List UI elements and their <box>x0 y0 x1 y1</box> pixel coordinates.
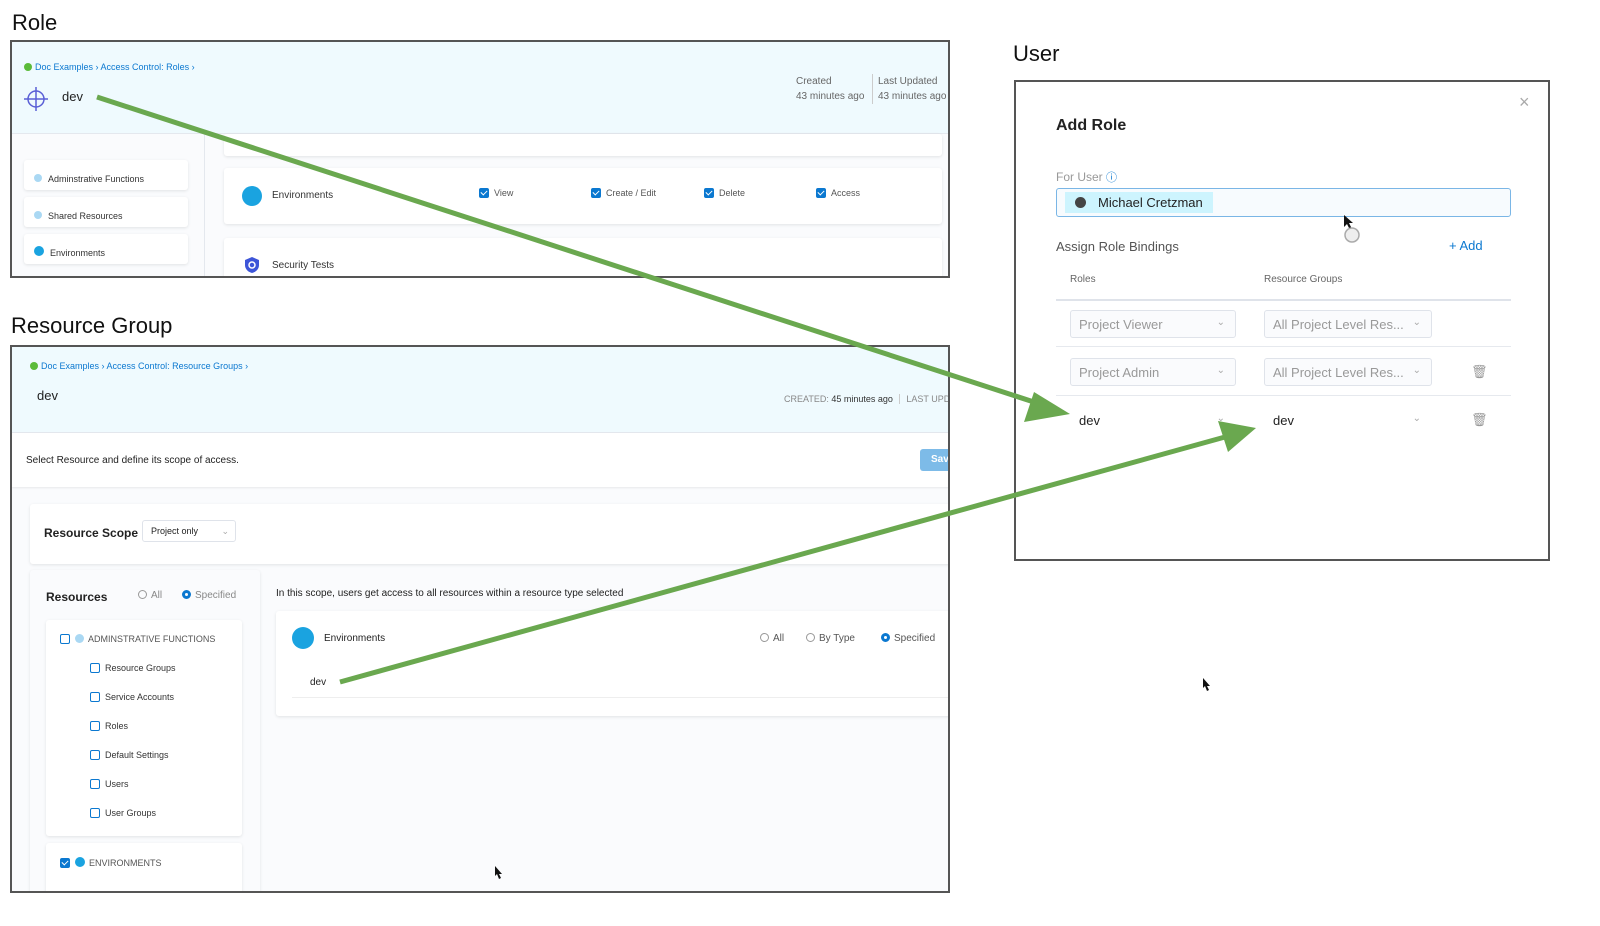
perm-delete[interactable]: Delete <box>704 188 745 198</box>
breadcrumb: Doc Examples › Access Control: Roles › <box>24 62 195 72</box>
radio-by-type[interactable]: By Type <box>806 633 855 644</box>
environments-permissions: Environments View Create / Edit Delete A… <box>224 168 942 224</box>
sidebar-item-environments[interactable]: Environments <box>24 234 188 264</box>
instruction-text: Select Resource and define its scope of … <box>26 455 239 466</box>
resources-panel: Resources All Specified ADMINSTRATIVE FU… <box>30 570 260 891</box>
updated-value: 43 minutes ago <box>878 91 947 102</box>
breadcrumb-link[interactable]: Access Control: Roles <box>100 62 190 72</box>
chevron-down-icon: ⌄ <box>221 526 229 536</box>
close-icon[interactable]: × <box>1519 92 1530 112</box>
sidebar-item-shared[interactable]: Shared Resources <box>24 197 188 227</box>
environments-card: Environments All By Type Specified dev <box>276 611 948 716</box>
assign-role-bindings-label: Assign Role Bindings <box>1056 239 1179 254</box>
updated-label: Last Updated <box>878 76 938 87</box>
radio-specified[interactable]: Specified <box>881 633 935 644</box>
trash-icon[interactable]: 🗑 <box>1471 412 1488 427</box>
role-select[interactable]: dev⌄ <box>1079 413 1225 428</box>
admin-item[interactable]: Users <box>90 779 129 789</box>
card-top <box>224 134 942 156</box>
admin-item[interactable]: Default Settings <box>90 750 169 760</box>
rg-name: dev <box>37 388 58 403</box>
info-icon: ⓘ <box>1106 172 1118 184</box>
trash-icon[interactable]: 🗑 <box>1471 364 1488 379</box>
resource-group-select[interactable]: dev⌄ <box>1273 413 1421 428</box>
admin-item[interactable]: Resource Groups <box>90 663 176 673</box>
radio-all[interactable]: All <box>760 633 784 644</box>
add-role-dialog: × Add Role For User ⓘ Michael Cretzman A… <box>1014 80 1550 561</box>
updated-info: Last Updated 43 minutes ago <box>878 74 946 104</box>
radio-all[interactable]: All <box>138 590 162 601</box>
resources-label: Resources <box>46 590 108 604</box>
sidebar-label: Adminstrative Functions <box>48 174 145 184</box>
resource-group-select[interactable]: All Project Level Res...⌄ <box>1264 310 1432 338</box>
admin-item[interactable]: Service Accounts <box>90 692 174 702</box>
scope-note: In this scope, users get access to all r… <box>276 588 624 599</box>
avatar <box>1075 197 1086 208</box>
for-user-label: For User ⓘ <box>1056 170 1118 184</box>
environments-icon <box>242 186 262 206</box>
sidebar-item-admin[interactable]: Adminstrative Functions <box>24 160 188 190</box>
environments-label: Environments <box>324 633 386 644</box>
created-info: CREATED: 45 minutes ago LAST UPD <box>784 394 950 404</box>
shield-icon <box>245 257 259 273</box>
perm-create-edit[interactable]: Create / Edit <box>591 188 656 198</box>
breadcrumb-link[interactable]: Doc Examples <box>41 361 100 371</box>
role-select[interactable]: Project Admin⌄ <box>1070 358 1236 386</box>
admin-functions-group: ADMINSTRATIVE FUNCTIONS Resource Groups … <box>46 620 242 836</box>
role-crosshair-icon <box>24 87 48 111</box>
perm-view[interactable]: View <box>479 188 513 198</box>
role-select[interactable]: Project Viewer⌄ <box>1070 310 1236 338</box>
breadcrumb-link[interactable]: Doc Examples <box>35 62 94 72</box>
security-tests-card: Security Tests <box>224 238 942 276</box>
user-chip: Michael Cretzman <box>1065 192 1213 213</box>
created-value: 43 minutes ago <box>796 91 865 102</box>
admin-item[interactable]: Roles <box>90 721 128 731</box>
breadcrumb-link[interactable]: Access Control: Resource Groups <box>106 361 243 371</box>
breadcrumb: Doc Examples › Access Control: Resource … <box>30 361 248 371</box>
perm-access[interactable]: Access <box>816 188 860 198</box>
sidebar-label: Shared Resources <box>48 211 123 221</box>
project-icon <box>24 63 32 71</box>
environments-group: ENVIRONMENTS <box>46 843 242 891</box>
role-panel: Doc Examples › Access Control: Roles › d… <box>10 40 950 278</box>
resource-scope-label: Resource Scope <box>44 526 139 540</box>
environment-item: dev <box>310 677 327 688</box>
col-roles: Roles <box>1070 274 1096 285</box>
role-name: dev <box>62 89 83 104</box>
environments-group-checkbox[interactable]: ENVIRONMENTS <box>60 857 162 868</box>
sidebar-label: Environments <box>50 248 106 258</box>
instruction-bar: Select Resource and define its scope of … <box>12 433 948 487</box>
col-resource-groups: Resource Groups <box>1264 274 1343 285</box>
role-header: Doc Examples › Access Control: Roles › d… <box>12 42 948 134</box>
rg-header: Doc Examples › Access Control: Resource … <box>12 347 948 433</box>
resource-group-select[interactable]: All Project Level Res...⌄ <box>1264 358 1432 386</box>
dialog-title: Add Role <box>1056 117 1127 134</box>
resource-group-panel: Doc Examples › Access Control: Resource … <box>10 345 950 893</box>
user-input[interactable]: Michael Cretzman <box>1056 188 1511 217</box>
project-icon <box>30 362 38 370</box>
label-resource-group: Resource Group <box>11 313 173 338</box>
environments-icon <box>292 627 314 649</box>
label-role: Role <box>12 10 58 35</box>
resource-scope-select[interactable]: Project only⌄ <box>142 520 236 542</box>
created-info: Created 43 minutes ago <box>796 74 874 104</box>
resource-scope-card: Resource Scope Project only⌄ <box>30 504 948 564</box>
admin-item[interactable]: User Groups <box>90 808 156 818</box>
admin-group-checkbox[interactable]: ADMINSTRATIVE FUNCTIONS <box>60 634 215 644</box>
label-user: User <box>1013 41 1060 66</box>
created-label: Created <box>796 76 832 87</box>
add-binding-button[interactable]: + Add <box>1449 238 1483 253</box>
security-tests-label: Security Tests <box>272 260 335 271</box>
radio-specified[interactable]: Specified <box>182 590 236 601</box>
environments-label: Environments <box>272 190 334 201</box>
save-button[interactable]: Sav <box>920 449 948 471</box>
cursor-icon <box>1203 678 1210 691</box>
